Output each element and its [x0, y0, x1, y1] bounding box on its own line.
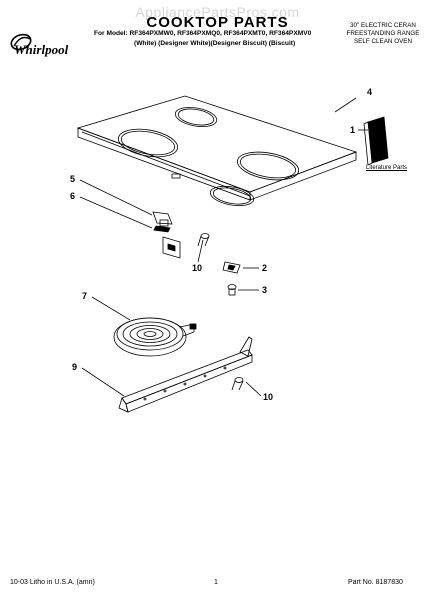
callout-3: 3	[262, 285, 268, 295]
appliance-description-line: SELF CLEAN OVEN	[353, 38, 413, 45]
callout-9: 9	[72, 362, 78, 372]
appliance-description-line: 30" ELECTRIC CERAN	[350, 22, 416, 29]
cooktop-glass	[76, 95, 358, 207]
footer-part-number: Part No. 8187830	[348, 579, 403, 586]
footer-litho: 10-03 Litho in U.S.A. (amn)	[10, 579, 95, 586]
burner-element-front-left	[117, 128, 179, 158]
support-rail	[118, 336, 253, 413]
callout-5: 5	[70, 174, 76, 184]
callout-10: 10	[263, 392, 274, 402]
appliance-description: 30" ELECTRIC CERAN FREESTANDING RANGE SE…	[340, 22, 426, 46]
burner-element-front-right	[209, 185, 255, 207]
burner-element-rear-left	[174, 107, 218, 127]
callout-1: 1	[350, 125, 356, 135]
model-list: For Model: RF364PXMW0, RF364PXMQ0, RF364…	[94, 30, 312, 37]
burner-element-rear-right	[236, 151, 300, 181]
clip	[222, 261, 241, 274]
whirlpool-logo: Whirlpool	[10, 33, 69, 57]
clip-bracket	[152, 211, 181, 259]
footer-page-number: 1	[214, 579, 218, 586]
watermark: AppliancePartsPros.com	[135, 4, 300, 20]
appliance-description-line: FREESTANDING RANGE	[346, 30, 420, 37]
screw	[197, 233, 210, 247]
screw	[227, 284, 237, 296]
callout-2: 2	[262, 263, 268, 273]
literature-booklet	[363, 116, 389, 166]
indicator-light	[171, 173, 181, 179]
callout-4: 4	[367, 87, 373, 97]
model-variants: (White) (Designer White)(Designer Biscui…	[134, 40, 296, 47]
callout-7: 7	[82, 291, 88, 301]
screw	[231, 377, 244, 391]
brand-text: Whirlpool	[14, 42, 69, 57]
callout-6: 6	[70, 191, 76, 201]
callout-10: 10	[192, 263, 203, 273]
page-title: COOKTOP PARTS	[146, 14, 289, 31]
radiant-element	[113, 317, 197, 357]
literature-parts-label: Literature Parts	[366, 165, 408, 171]
